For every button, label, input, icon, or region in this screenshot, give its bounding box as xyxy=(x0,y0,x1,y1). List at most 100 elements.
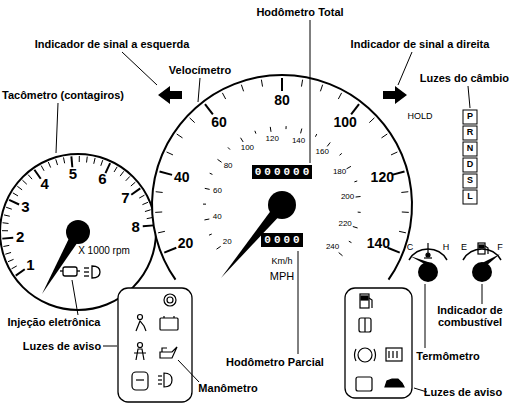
dial-tick xyxy=(210,173,213,174)
gear-hold-label: HOLD xyxy=(407,112,432,122)
tachometer-number: 3 xyxy=(21,199,29,216)
dial-tick xyxy=(2,237,13,240)
tachometer-number: 1 xyxy=(26,257,34,274)
gear-light-box xyxy=(463,190,477,204)
speed-kmh-number: 100 xyxy=(241,144,254,153)
tachometer-ticks xyxy=(2,156,154,276)
dial-tick xyxy=(164,248,176,253)
dial-tick xyxy=(356,196,361,198)
dial-tick xyxy=(12,266,17,269)
dial-tick xyxy=(205,104,213,114)
dial-tick xyxy=(158,231,165,233)
temperature-hub xyxy=(418,262,438,282)
callout-label: Tacômetro (contagiros) xyxy=(2,89,124,101)
callout-label: Velocímetro xyxy=(169,64,231,76)
tachometer-number: 2 xyxy=(16,229,24,246)
dial-tick xyxy=(351,104,359,114)
tachometer-number: 7 xyxy=(121,190,129,207)
dial-tick xyxy=(205,188,210,189)
dial-tick xyxy=(401,191,408,193)
callout-label: Indicador de sinal a esquerda xyxy=(35,38,190,50)
fuel-hub xyxy=(472,262,492,282)
dial-tick xyxy=(255,131,256,134)
callout-label: Manômetro xyxy=(198,382,257,394)
speed-kmh-number: 120 xyxy=(266,135,279,144)
gauge-mark: C xyxy=(407,243,414,253)
warning-icons-right xyxy=(355,294,405,391)
left-turn-arrow xyxy=(158,86,182,104)
dial-tick xyxy=(338,93,341,99)
gear-light-box xyxy=(463,174,477,188)
dial-tick xyxy=(86,157,88,163)
dial-tick xyxy=(131,188,140,194)
speed-kmh-number: 20 xyxy=(223,238,232,247)
dial-tick xyxy=(17,186,22,190)
callout-label: Hodômetro Parcial xyxy=(226,356,324,368)
dial-tick xyxy=(8,259,14,261)
dial-tick xyxy=(16,269,25,275)
speed-mph-number: 40 xyxy=(174,170,190,185)
dial-tick xyxy=(22,180,26,184)
speed-kmh-number: 40 xyxy=(213,213,222,222)
gear-light-box xyxy=(463,126,477,140)
dial-tick xyxy=(353,227,358,228)
speed-kmh-number: 60 xyxy=(213,187,222,196)
dial-tick xyxy=(203,204,206,205)
tachometer-number: 8 xyxy=(132,219,140,236)
dial-tick xyxy=(126,176,130,180)
dial-tick xyxy=(13,193,18,196)
headlight-icon xyxy=(84,266,100,278)
injection-light-icon xyxy=(60,267,80,276)
callout-label: Luzes de aviso xyxy=(23,340,101,352)
gear-letter: D xyxy=(467,160,474,170)
dial-tick xyxy=(339,253,343,256)
speedometer-ticks xyxy=(155,78,409,256)
callout-label: Luzes do câmbio xyxy=(420,72,509,84)
speed-kmh-number: 240 xyxy=(326,243,339,252)
dial-tick xyxy=(101,160,103,166)
dial-tick xyxy=(145,210,151,212)
callout-label: Termômetro xyxy=(416,350,479,362)
callout-label: Luzes de aviso xyxy=(424,386,502,398)
dial-tick xyxy=(177,134,183,138)
dial-tick xyxy=(399,231,406,233)
dial-tick xyxy=(270,127,272,132)
dial-tick xyxy=(28,175,32,180)
speed-mph-number: 120 xyxy=(371,170,394,185)
gauge-mark: H xyxy=(443,243,450,253)
gear-light-box xyxy=(463,110,477,124)
gear-letter: R xyxy=(467,128,474,138)
dial-tick xyxy=(241,85,243,92)
speed-unit: MPH xyxy=(270,270,294,282)
callout-label: Injeção eletrônica xyxy=(8,316,101,328)
dial-tick xyxy=(340,153,342,155)
right-turn-arrow xyxy=(383,86,407,104)
dial-tick xyxy=(218,159,222,162)
dial-tick xyxy=(190,118,195,123)
dial-tick xyxy=(381,134,387,138)
speed-kmh-number: 160 xyxy=(316,148,329,157)
dial-tick xyxy=(94,158,95,164)
speed-mph-number: 20 xyxy=(178,236,194,251)
dial-tick xyxy=(120,171,124,176)
speed-mph-number: 100 xyxy=(333,115,356,130)
gear-light-box xyxy=(463,158,477,172)
dial-tick xyxy=(131,182,136,186)
dial-tick xyxy=(228,147,230,149)
dial-tick xyxy=(402,211,409,212)
dial-tick xyxy=(301,129,302,134)
dial-tick xyxy=(285,126,286,129)
dial-tick xyxy=(63,157,64,163)
dial-tick xyxy=(222,93,225,99)
dial-tick xyxy=(160,171,173,174)
dial-tick xyxy=(114,167,117,172)
dial-tick xyxy=(41,166,44,171)
gear-letter: L xyxy=(467,192,473,202)
dial-tick xyxy=(327,142,330,146)
callout-label: Indicador de sinal a direita xyxy=(351,38,490,50)
dial-tick xyxy=(261,80,262,87)
gear-light-box xyxy=(463,142,477,156)
speed-mph-number: 80 xyxy=(274,93,290,108)
dial-tick xyxy=(241,138,244,142)
dial-tick xyxy=(139,195,144,198)
